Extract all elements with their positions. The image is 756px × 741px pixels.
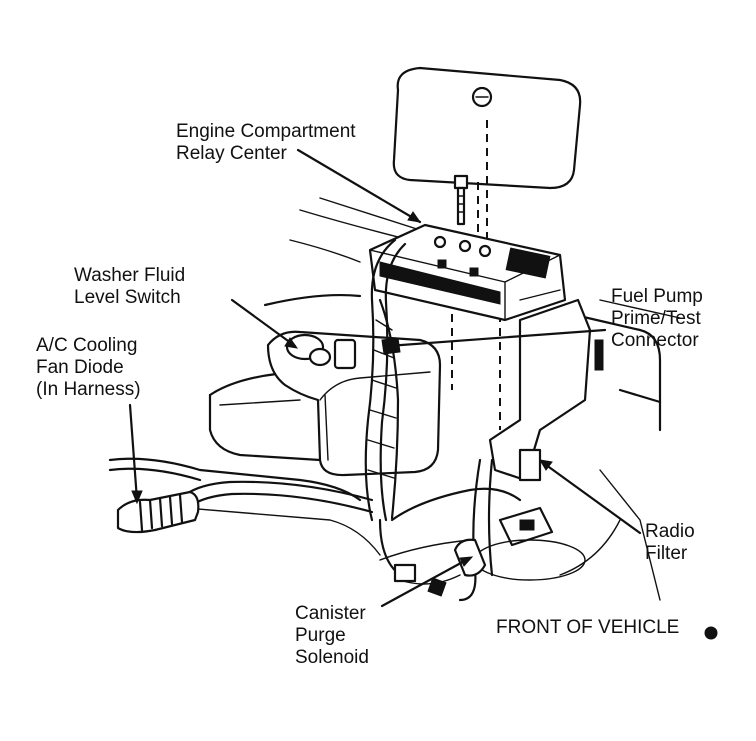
front-of-vehicle-label: FRONT OF VEHICLE — [496, 617, 680, 638]
fuel-pump-label-line2: Prime/Test — [611, 308, 701, 329]
wiring-harness — [183, 238, 522, 602]
washer-reservoir — [266, 330, 442, 477]
radio-filter-label-line2: Filter — [645, 543, 688, 564]
relay-bracket — [488, 298, 604, 482]
canister-label-line3: Solenoid — [295, 647, 369, 668]
relay-center-body — [368, 223, 567, 322]
ac-diode-label-line1: A/C Cooling — [36, 335, 138, 356]
relay-center-label-line1: Engine Compartment — [176, 121, 356, 142]
engine-background — [108, 197, 681, 601]
ac-diode-label-line2: Fan Diode — [36, 357, 124, 378]
washer-label-line1: Washer Fluid — [74, 265, 186, 286]
radio-filter-label-line1: Radio — [645, 521, 695, 542]
relay-center-label-line2: Relay Center — [176, 143, 287, 164]
alignment-lines — [451, 120, 501, 430]
cover-bolt — [453, 174, 469, 226]
leader-lines — [128, 148, 642, 608]
ac-diode-connector — [116, 490, 200, 534]
ac-diode-label-line3: (In Harness) — [36, 379, 141, 400]
fuel-pump-label-line1: Fuel Pump — [611, 286, 703, 307]
canister-label-line2: Purge — [295, 625, 346, 646]
front-marker — [704, 626, 718, 640]
washer-label-line2: Level Switch — [74, 287, 181, 308]
fuel-pump-label-line3: Connector — [611, 330, 699, 351]
canister-label-line1: Canister — [295, 603, 366, 624]
